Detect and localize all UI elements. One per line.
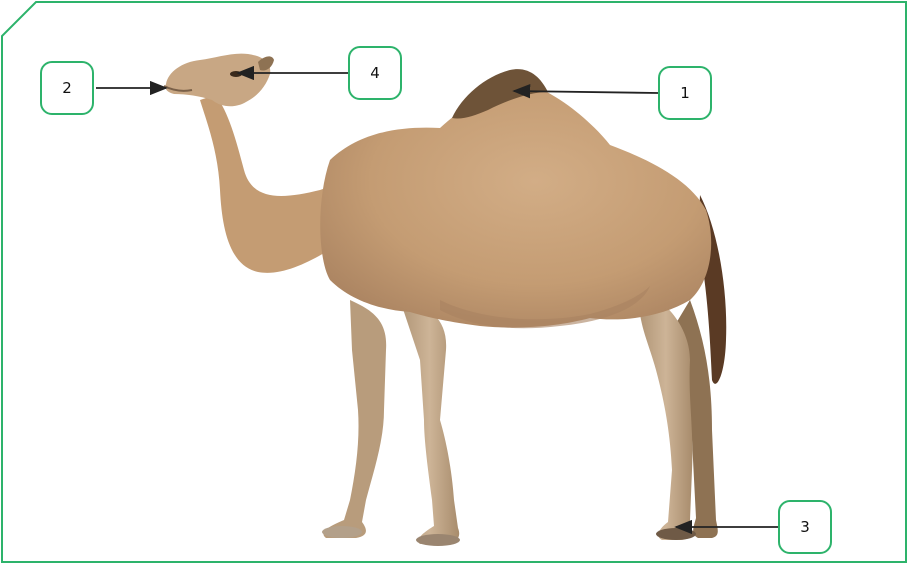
callout-label-4: 4 xyxy=(348,46,402,100)
callout-number: 2 xyxy=(62,79,72,97)
camel-foreleg-back xyxy=(323,300,386,538)
callout-label-1: 1 xyxy=(658,66,712,120)
camel-foreleg-front xyxy=(400,300,459,544)
callout-number: 1 xyxy=(680,84,690,102)
camel-body xyxy=(320,84,711,328)
camel-hoof-front xyxy=(416,534,460,546)
callout-number: 4 xyxy=(370,64,380,82)
camel-head xyxy=(165,54,270,107)
callout-label-3: 3 xyxy=(778,500,832,554)
camel-hoof-hind xyxy=(656,528,696,540)
callout-number: 3 xyxy=(800,518,810,536)
camel-illustration xyxy=(164,54,726,546)
callout-label-2: 2 xyxy=(40,61,94,115)
camel-hoof-back xyxy=(322,526,362,538)
camel-eye xyxy=(230,71,242,77)
